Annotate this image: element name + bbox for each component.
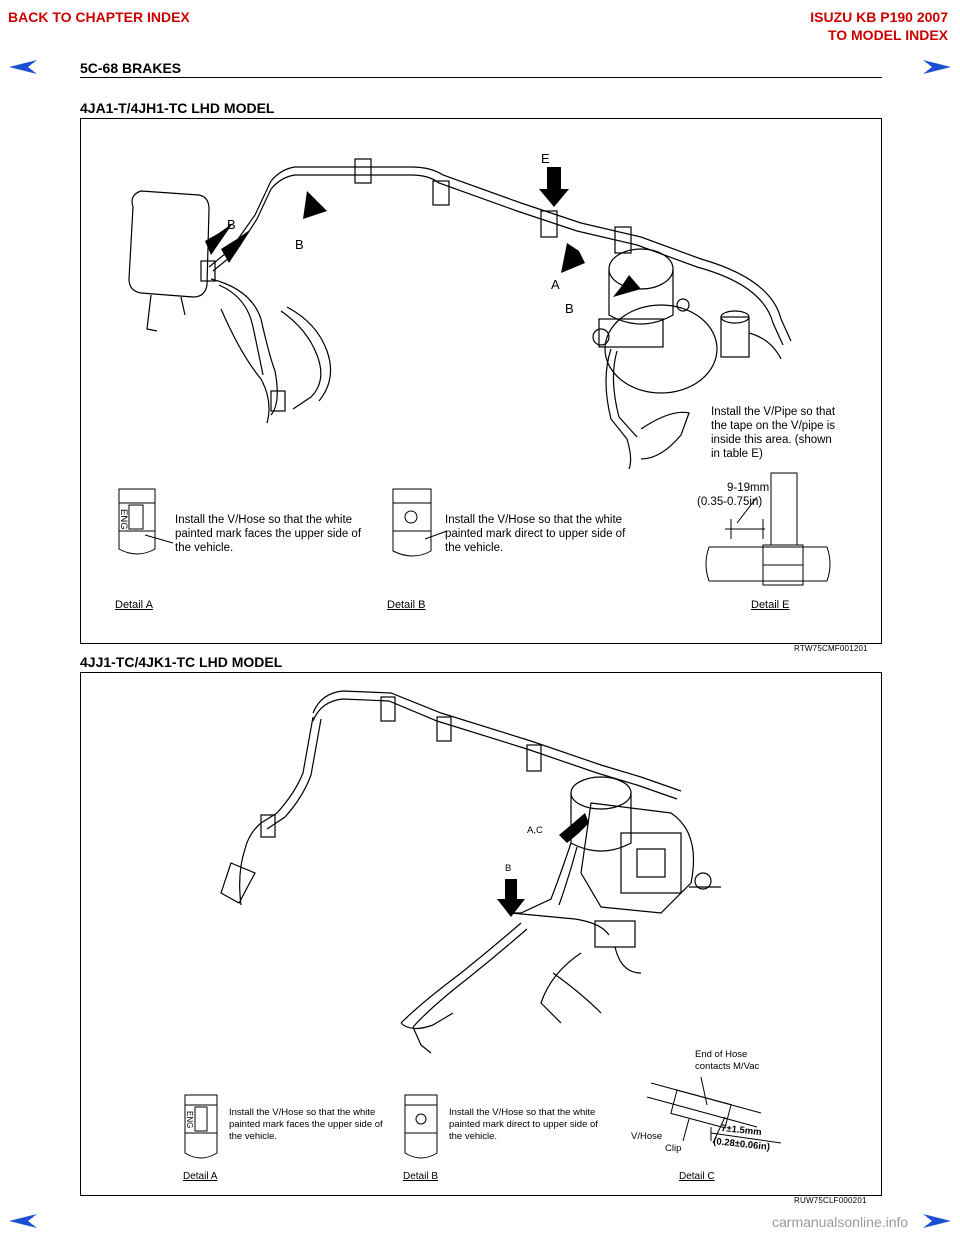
back-to-chapter-link[interactable]: BACK TO CHAPTER INDEX	[8, 9, 190, 25]
prev-page-arrow-icon-bottom[interactable]	[8, 1212, 38, 1230]
vpipe-install-note: Install the V/Pipe so that the tape on t…	[711, 406, 836, 460]
caption-detail-e: Detail E	[751, 599, 790, 611]
figure-4ja1-vacuum-layout: E B B A B Install the V/Pipe so that the…	[80, 118, 882, 644]
caption-detail-a: Detail A	[115, 599, 153, 611]
caption-detail-c: Detail C	[679, 1171, 715, 1182]
eng-mark-a-2: ENG	[185, 1111, 194, 1129]
detail-b-note: Install the V/Hose so that the white pai…	[445, 514, 626, 554]
figure-ref-1: RTW75CMF001201	[794, 644, 868, 653]
model-title: ISUZU KB P190 2007	[810, 9, 948, 25]
label-vhose: V/Hose	[631, 1131, 663, 1142]
callout-b-left: B	[227, 217, 236, 232]
figure-ref-2: RUW75CLF000201	[794, 1196, 867, 1205]
callout-b-mid: B	[295, 237, 304, 252]
caption-detail-b-2: Detail B	[403, 1171, 439, 1182]
detail-a-note-2: Install the V/Hose so that the white pai…	[229, 1107, 383, 1142]
next-page-arrow-icon-bottom[interactable]	[922, 1212, 952, 1230]
watermark: carmanualsonline.info	[772, 1214, 909, 1230]
callout-ac: A,C	[527, 825, 543, 836]
header-rule	[80, 77, 882, 78]
label-clip: Clip	[665, 1143, 682, 1154]
eng-mark-a: ENG	[118, 509, 129, 530]
detail-a-note: Install the V/Hose so that the white pai…	[175, 514, 362, 554]
section-title-4jj1: 4JJ1-TC/4JK1-TC LHD MODEL	[80, 654, 283, 670]
callout-b-right: B	[565, 301, 574, 316]
next-page-arrow-icon[interactable]	[922, 58, 952, 76]
callout-e: E	[541, 151, 550, 166]
figure-4jj1-vacuum-layout: A,C B End of Hose contacts M/Vac V/Hose …	[80, 672, 882, 1196]
to-model-index-link[interactable]: TO MODEL INDEX	[827, 27, 948, 43]
dimension-e-in: (0.35-0.75in)	[697, 496, 763, 508]
vacuum-line-drawing-1	[118, 158, 831, 586]
callout-b-2: B	[505, 863, 512, 874]
page-title: 5C-68 BRAKES	[80, 60, 182, 76]
section-title-4ja1: 4JA1-T/4JH1-TC LHD MODEL	[80, 100, 275, 116]
caption-detail-b: Detail B	[387, 599, 426, 611]
end-of-hose-note: End of Hose contacts M/Vac	[695, 1049, 760, 1072]
vacuum-line-drawing-2	[184, 690, 782, 1159]
dimension-e-mm: 9-19mm	[727, 482, 770, 494]
callout-a: A	[551, 277, 560, 292]
prev-page-arrow-icon[interactable]	[8, 58, 38, 76]
caption-detail-a-2: Detail A	[183, 1171, 218, 1182]
detail-b-note-2: Install the V/Hose so that the white pai…	[449, 1107, 598, 1142]
